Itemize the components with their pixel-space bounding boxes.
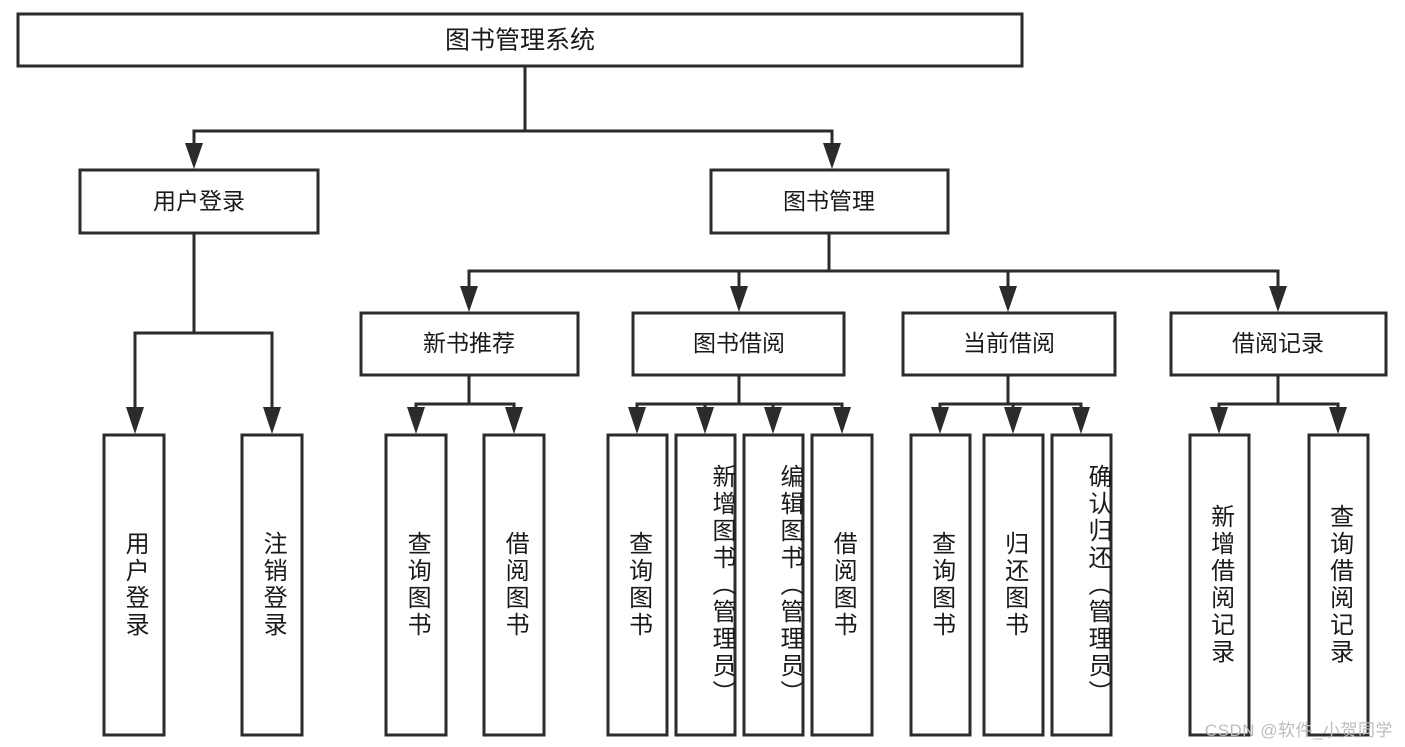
arrowhead-leaf-query-record: [1329, 407, 1347, 434]
node-current-borrow[interactable]: 当前借阅: [901, 311, 1117, 377]
node-book-manage-label: 图书管理: [783, 188, 875, 214]
arrowhead-leaf-borrow-book-1: [505, 407, 523, 434]
connector-book-borrow-children: [628, 373, 851, 434]
node-book-manage[interactable]: 图书管理: [709, 168, 950, 235]
arrowhead-leaf-user-login: [126, 407, 144, 434]
node-book-borrow-box[interactable]: [631, 311, 846, 377]
arrowhead-leaf-add-record: [1210, 407, 1228, 434]
csdn-watermark: CSDN @软件_小贺同学: [1204, 721, 1393, 740]
node-new-book-recommend[interactable]: 新书推荐: [359, 311, 580, 377]
node-leaf-confirm-return-box[interactable]: [1050, 433, 1113, 737]
node-leaf-user-login-box[interactable]: [102, 433, 166, 737]
leaf-boxes: [102, 433, 1370, 737]
node-leaf-query-record-box[interactable]: [1307, 433, 1370, 737]
node-root-box[interactable]: [16, 12, 1024, 68]
node-book-manage-box[interactable]: [709, 168, 950, 235]
arrowhead-leaf-edit-book: [764, 407, 782, 434]
node-leaf-return-book-box[interactable]: [982, 433, 1045, 737]
connector-user-login-children: [126, 231, 281, 434]
node-user-login-label: 用户登录: [153, 188, 245, 214]
node-leaf-edit-book-box[interactable]: [742, 433, 805, 737]
node-leaf-add-record-box[interactable]: [1188, 433, 1251, 737]
connector-borrow-record-children: [1210, 373, 1347, 434]
arrowhead-book-manage: [823, 143, 841, 169]
node-new-book-recommend-label: 新书推荐: [423, 330, 515, 356]
arrowhead-current-borrow: [999, 286, 1017, 312]
node-user-login[interactable]: 用户登录: [78, 168, 320, 235]
node-current-borrow-box[interactable]: [901, 311, 1117, 377]
arrowhead-leaf-return-book: [1004, 407, 1022, 434]
arrowhead-leaf-borrow-book-2: [833, 407, 851, 434]
node-root-label: 图书管理系统: [445, 27, 595, 55]
node-current-borrow-label: 当前借阅: [963, 330, 1055, 356]
arrowhead-leaf-query-book-3: [931, 407, 949, 434]
arrowhead-new-book-recommend: [460, 286, 478, 312]
node-book-borrow[interactable]: 图书借阅: [631, 311, 846, 377]
node-leaf-query-book-1-box[interactable]: [384, 433, 448, 737]
arrowhead-book-borrow: [730, 286, 748, 312]
arrowhead-borrow-record: [1269, 286, 1287, 312]
node-user-login-box[interactable]: [78, 168, 320, 235]
node-borrow-record-box[interactable]: [1169, 311, 1388, 377]
node-leaf-add-book-box[interactable]: [674, 433, 737, 737]
node-root[interactable]: 图书管理系统: [16, 12, 1024, 68]
connector-root-to-level1: [185, 64, 841, 169]
node-leaf-query-book-3-box[interactable]: [909, 433, 972, 737]
node-leaf-borrow-book-1-box[interactable]: [482, 433, 546, 737]
node-book-borrow-label: 图书借阅: [693, 330, 785, 356]
connector-book-manage-children: [460, 231, 1287, 312]
arrowhead-leaf-confirm-return: [1072, 407, 1090, 434]
node-borrow-record-label: 借阅记录: [1232, 330, 1324, 356]
connector-new-book-recommend-children: [407, 373, 523, 434]
arrowhead-leaf-query-book-1: [407, 407, 425, 434]
arrowhead-leaf-logout: [263, 407, 281, 434]
arrowhead-leaf-query-book-2: [628, 407, 646, 434]
connector-current-borrow-children: [931, 373, 1090, 434]
arrowhead-leaf-add-book: [696, 407, 714, 434]
node-borrow-record[interactable]: 借阅记录: [1169, 311, 1388, 377]
node-leaf-borrow-book-2-box[interactable]: [810, 433, 874, 737]
node-new-book-recommend-box[interactable]: [359, 311, 580, 377]
arrowhead-user-login: [185, 143, 203, 169]
node-leaf-query-book-2-box[interactable]: [606, 433, 669, 737]
node-leaf-logout-box[interactable]: [240, 433, 304, 737]
